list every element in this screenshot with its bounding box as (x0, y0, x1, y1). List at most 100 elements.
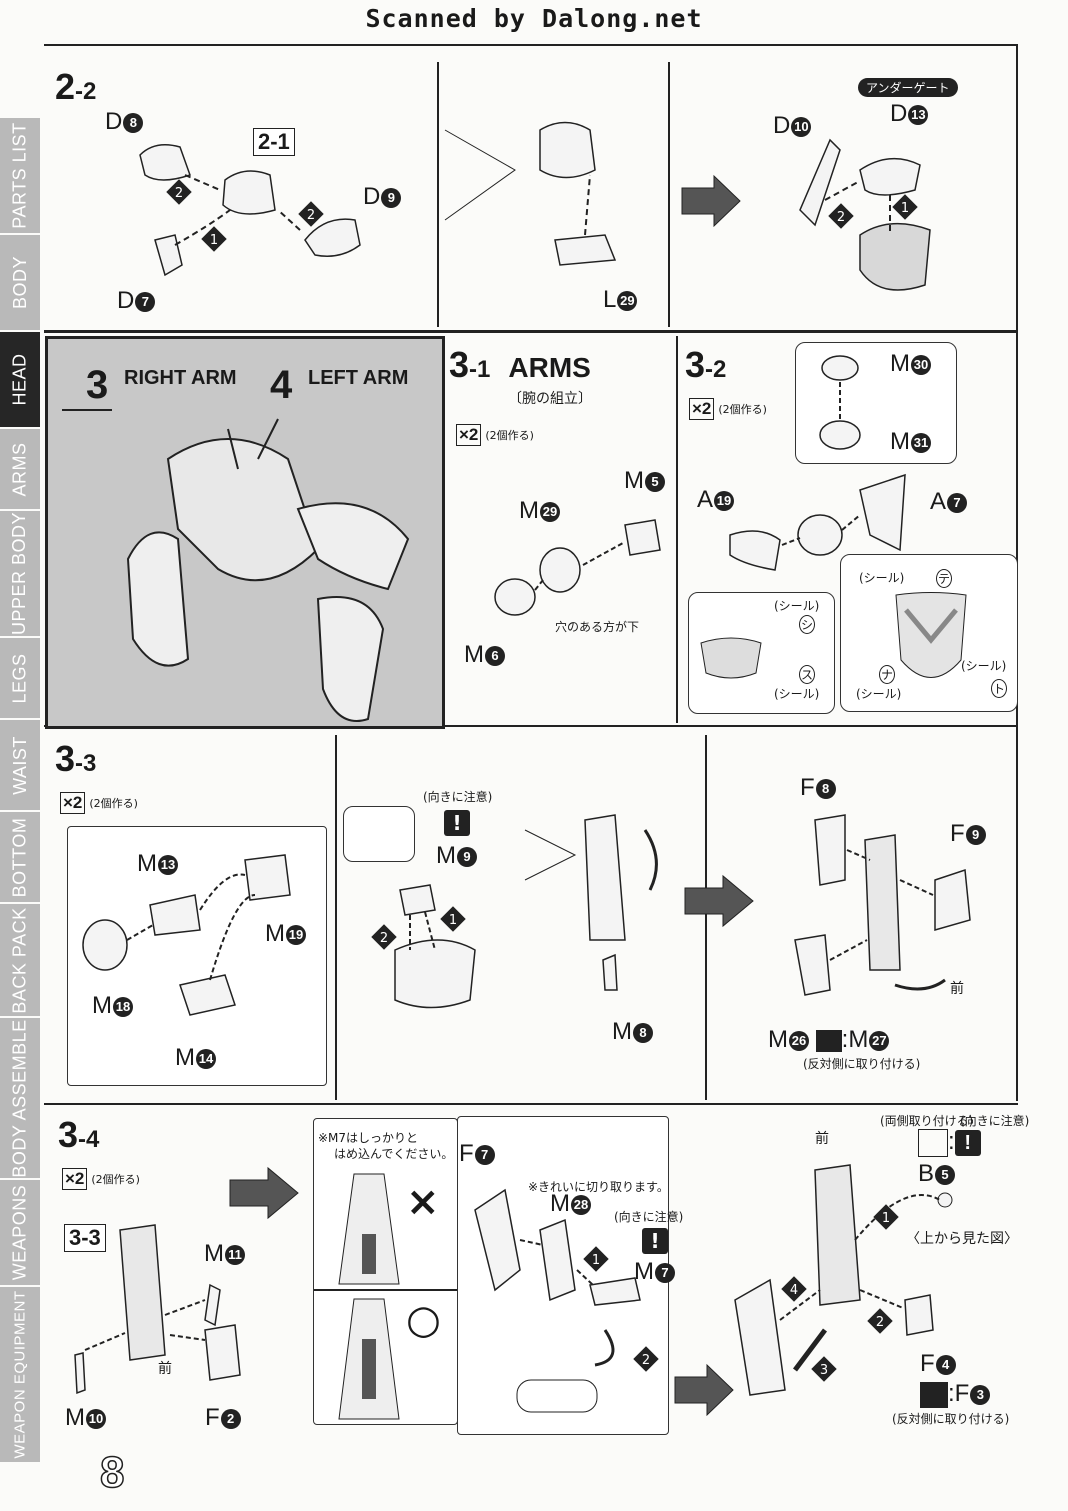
big-arrow-right (684, 874, 754, 928)
tab-legs[interactable]: LEGS (0, 638, 40, 720)
part-m30 (821, 355, 859, 381)
divider-col-a (437, 62, 439, 327)
tab-label: ARMS (9, 441, 30, 497)
assembly-line (824, 181, 859, 201)
part-f7 (474, 1188, 521, 1292)
step-3-3-inset-diagram (82, 854, 291, 1016)
tab-body[interactable]: BODY (0, 235, 40, 332)
step-3-4-title: 3-4 (58, 1114, 99, 1156)
front-label: 前 (950, 981, 964, 997)
part-m14 (179, 974, 236, 1016)
step-sub: -2 (705, 356, 727, 383)
part-m6 (494, 578, 536, 616)
svg-text:2: 2 (307, 208, 315, 223)
inset-divider (314, 1289, 457, 1291)
big-arrow-right (229, 1166, 299, 1220)
part-m18 (82, 919, 128, 971)
tab-label: PARTS LIST (9, 122, 30, 229)
orientation-inset (343, 806, 415, 862)
part-m5 (624, 519, 661, 556)
part-f9 (934, 868, 971, 931)
step-3-1-title: 3-1 ARMS (449, 344, 591, 386)
ref-step-2-1: 2-1 (253, 128, 295, 156)
part-d13 (859, 157, 921, 196)
step-3-2-title: 3-2 (685, 344, 726, 386)
tab-arms[interactable]: ARMS (0, 429, 40, 511)
assembly-line (277, 209, 301, 231)
step-sub: -3 (75, 750, 97, 777)
tab-label: WEAPONS (9, 1184, 30, 1281)
tab-weapons[interactable]: WEAPONS (0, 1180, 40, 1287)
tab-body-assemble[interactable]: BODY ASSEMBLE (0, 1018, 40, 1180)
arm-assembly (119, 1224, 166, 1361)
tab-back-pack[interactable]: BACK PACK (0, 904, 40, 1018)
svg-text:3: 3 (820, 1363, 828, 1378)
m7-wrong-illustration (338, 1173, 400, 1285)
step-3-4-right-diagram: 1 2 3 4 (734, 1164, 953, 1396)
tab-parts-list[interactable]: PARTS LIST (0, 118, 40, 235)
tab-waist[interactable]: WAIST (0, 720, 40, 812)
svg-text:1: 1 (901, 201, 909, 216)
rotate-arrow (594, 1329, 615, 1367)
detail-callout (444, 129, 516, 221)
top-view-label: 〈上から見た図〉 (906, 1231, 1018, 1247)
make-two-note: ×2(2個作る) (62, 1168, 140, 1190)
svg-text:1: 1 (449, 913, 457, 928)
tab-head[interactable]: HEAD (0, 332, 40, 429)
header-rule (44, 44, 1018, 46)
arm-assembly (814, 1164, 861, 1306)
step-order-marker: 1 2 (583, 1246, 659, 1372)
part-f4 (904, 1294, 934, 1336)
step-order-marker: 2 1 (828, 194, 918, 229)
caution-icon: ! (642, 1228, 668, 1254)
cut-cleanly-note: ※きれいに切り取ります。 (528, 1180, 669, 1194)
divider-row3 (44, 1103, 1018, 1105)
step-3-1-diagram (494, 519, 661, 616)
seal-mark-te: テ (936, 569, 952, 588)
head-assembled (539, 121, 596, 179)
tab-label: UPPER BODY (9, 511, 30, 636)
d10-d13-diagram: 2 1 (799, 138, 931, 291)
m7-note-line2: はめ込んでください。 (334, 1147, 454, 1161)
tab-upper-body[interactable]: UPPER BODY (0, 511, 40, 638)
seal-mark-na: ナ (879, 665, 895, 684)
tab-bottom[interactable]: BOTTOM (0, 812, 40, 904)
head-base (859, 222, 931, 291)
head-core (222, 170, 276, 215)
step-3-4-m7-diagram: 1 2 (474, 1188, 659, 1413)
step-sub: -4 (78, 1126, 100, 1153)
part-m11 (204, 1283, 221, 1327)
step-number: 3 (55, 738, 76, 779)
divider-col-b (668, 62, 670, 327)
wrong-mark: × (406, 1179, 440, 1225)
left-arm-label: LEFT ARM (308, 367, 409, 389)
ref-step-3-3: 3-3 (64, 1224, 106, 1252)
svg-text:2: 2 (380, 931, 388, 946)
head-l29-diagram (444, 121, 617, 266)
tab-weapon-equipment[interactable]: WEAPON EQUIPMENT (0, 1287, 40, 1464)
x2-note: (2個作る) (718, 403, 767, 416)
left-arm-number: 4 (270, 363, 293, 407)
assembly-line (584, 174, 591, 236)
step-name: ARMS (508, 352, 591, 383)
part-b5 (937, 1192, 953, 1208)
svg-text:2: 2 (837, 210, 845, 225)
part-f2 (204, 1324, 241, 1381)
part-m7 (589, 1277, 641, 1306)
part-d9 (304, 218, 361, 257)
